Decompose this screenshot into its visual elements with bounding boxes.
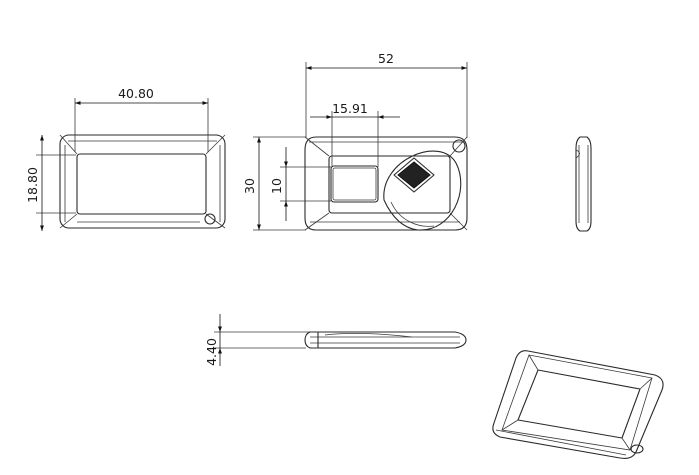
dimension-front-height: 18.80 xyxy=(25,135,76,231)
isometric-view xyxy=(492,350,664,459)
dimension-overall-height: 30 xyxy=(242,136,306,231)
side-view xyxy=(575,136,592,232)
dim-label-thickness: 4.40 xyxy=(204,338,219,366)
dim-label-front-height: 18.80 xyxy=(25,167,40,203)
dimension-front-width: 40.80 xyxy=(74,86,209,152)
dim-label-sensor-width: 15.91 xyxy=(332,101,368,116)
dimension-overall-width: 52 xyxy=(305,51,468,138)
dim-label-sensor-height: 10 xyxy=(269,178,284,194)
dimension-sensor-width: 15.91 xyxy=(310,101,400,167)
dimension-sensor-height: 10 xyxy=(269,147,331,221)
top-view xyxy=(304,136,468,231)
edge-view xyxy=(304,331,467,349)
dim-label-overall-height: 30 xyxy=(242,178,257,194)
dim-label-overall-width: 52 xyxy=(378,51,394,66)
dim-label-front-width: 40.80 xyxy=(118,86,154,101)
dimension-thickness: 4.40 xyxy=(204,314,310,366)
front-view xyxy=(59,134,226,229)
